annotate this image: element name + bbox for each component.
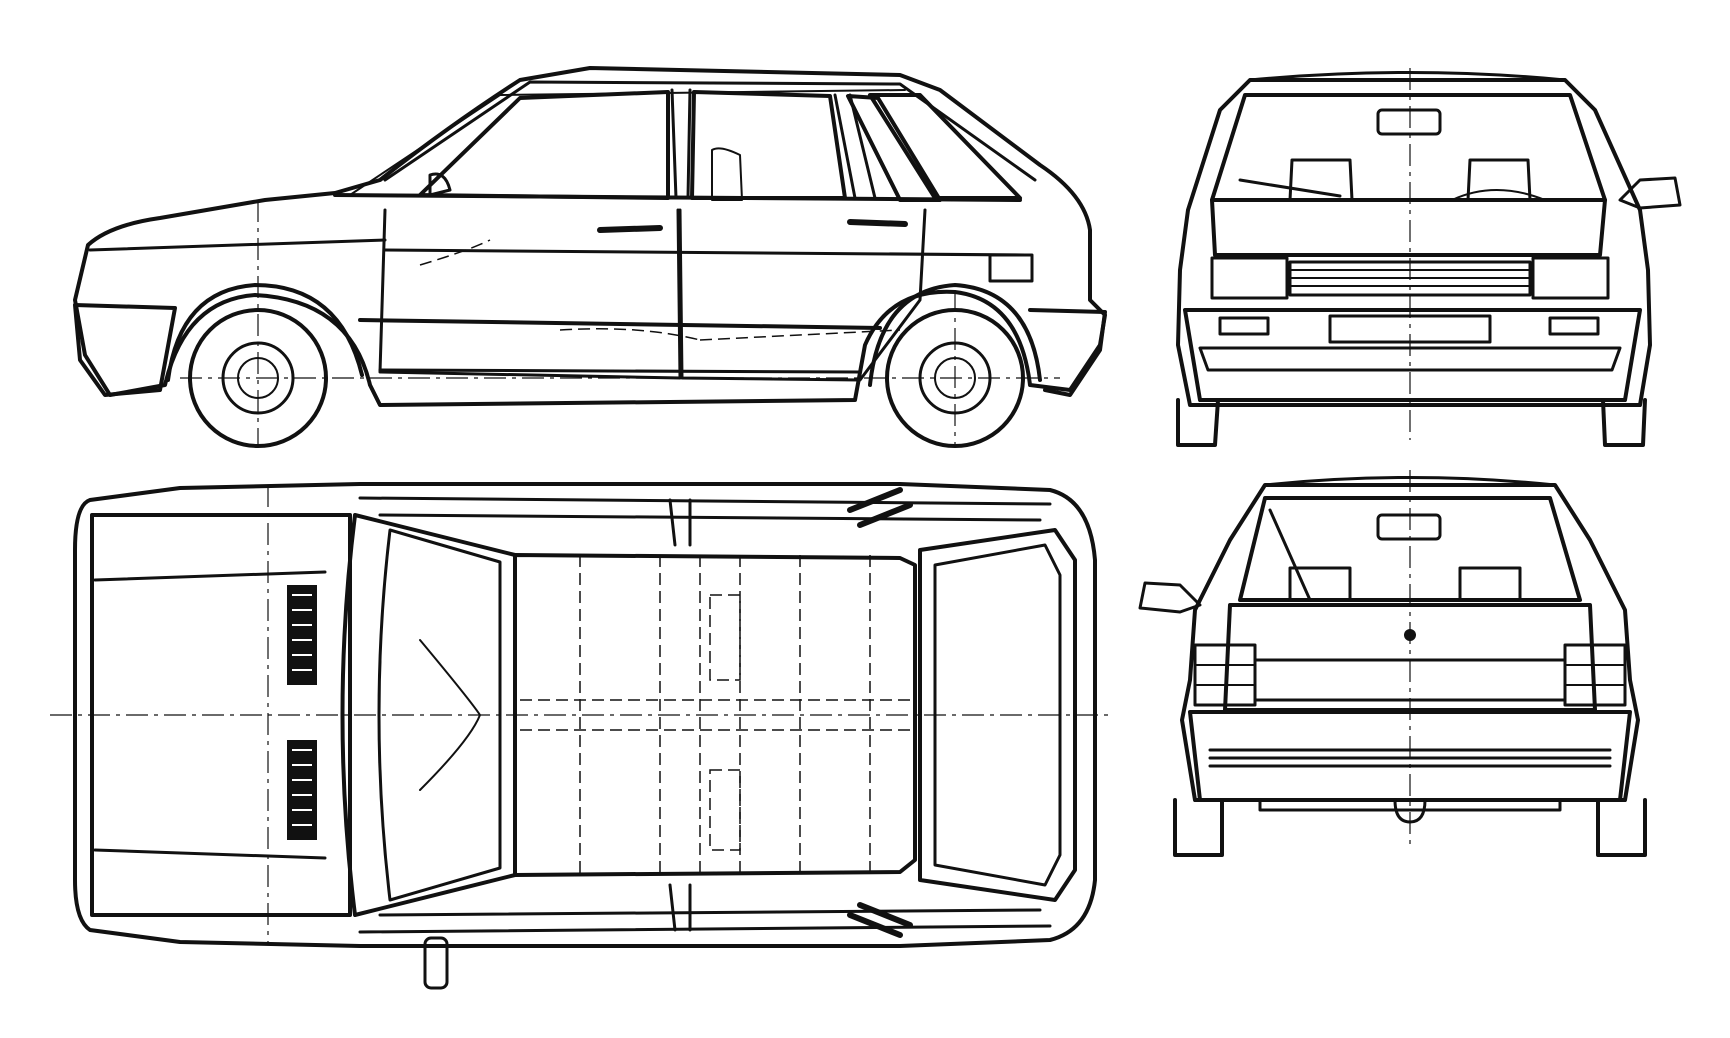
rear-window (1238, 496, 1582, 602)
side-view (73, 66, 1107, 448)
side-rear-door (678, 208, 927, 382)
rear-seat-left (1288, 566, 1352, 602)
top-body-outline (73, 482, 1097, 948)
rear-valance (1258, 798, 1562, 812)
rear-bumper (1188, 710, 1632, 802)
side-wheel-centerlines (180, 200, 1060, 445)
top-view (50, 482, 1110, 990)
side-mirror (428, 172, 452, 197)
front-tyre-right (1601, 398, 1647, 447)
rear-tyre-right (1596, 798, 1647, 857)
front-seat-right (1466, 158, 1532, 202)
front-steering-wheel (1451, 189, 1546, 201)
side-rocker (358, 318, 882, 330)
front-bonnet-edge (1210, 198, 1607, 257)
side-roof (383, 80, 1037, 182)
side-crease (383, 248, 1027, 257)
side-front-handle (597, 225, 663, 233)
side-front-arch (166, 283, 364, 382)
side-c-pillar (833, 93, 877, 200)
side-window-rear-quarter (868, 93, 1022, 200)
side-front-bumper (73, 303, 177, 397)
front-roof (1248, 71, 1567, 82)
side-window-front (418, 90, 670, 200)
rear-tyre-left (1173, 798, 1224, 857)
side-tail-light (988, 253, 1034, 283)
top-roof (513, 553, 917, 877)
side-rear-bumper (1028, 308, 1107, 397)
rear-hatch (1223, 603, 1597, 712)
top-side-lower (358, 908, 1052, 934)
top-windscreen (340, 513, 517, 917)
top-rear-glass (918, 528, 1077, 902)
side-roof-inner (349, 89, 906, 196)
top-vent-lower-slats (292, 749, 312, 826)
side-b-pillar (670, 88, 692, 200)
side-bonnet-line (88, 238, 387, 252)
side-window-rear (690, 90, 847, 200)
side-rocker-lower (378, 368, 862, 374)
rear-wiper (1268, 508, 1312, 602)
front-rear-view-mirror (1376, 108, 1442, 136)
front-indicator-left (1218, 316, 1270, 336)
rear-mirror (1138, 581, 1202, 614)
front-bumper (1183, 308, 1642, 402)
rear-seat-right (1458, 566, 1522, 602)
rear-rear-view-mirror (1376, 513, 1442, 541)
rear-view (1138, 470, 1647, 857)
rear-light-left-segs (1194, 664, 1256, 686)
side-body-outline (73, 66, 1107, 407)
top-rear-pillar-bars (847, 487, 913, 938)
top-windscreen-inner (377, 528, 502, 902)
front-grille (1288, 260, 1532, 297)
side-hidden-lines (419, 210, 901, 370)
front-air-dam (1198, 346, 1622, 372)
top-vent-upper-slats (292, 594, 312, 671)
front-wiper (1238, 178, 1342, 198)
top-bonnet-front-line (93, 570, 327, 860)
front-mirror (1618, 176, 1682, 210)
side-seat (711, 147, 743, 201)
side-front-door (378, 208, 682, 380)
top-bonnet (90, 513, 352, 917)
top-rear-glass-inner (933, 543, 1062, 887)
side-rear-arch (868, 283, 1042, 387)
top-mirror (423, 936, 449, 990)
top-seat-hidden (709, 594, 741, 851)
top-vent-upper (287, 585, 317, 685)
front-indicator-right (1548, 316, 1600, 336)
front-headlight-left (1210, 256, 1289, 300)
rear-light-right-segs (1564, 664, 1626, 686)
front-tyre-left (1176, 398, 1220, 447)
top-vent-lower (287, 740, 317, 840)
front-view (1176, 68, 1682, 447)
rear-body-outline (1180, 483, 1640, 802)
front-body-outline (1176, 78, 1652, 407)
front-headlight-right (1531, 256, 1610, 300)
top-door-splits (668, 498, 692, 932)
side-rear-handle (847, 219, 908, 227)
top-side-upper (358, 496, 1052, 522)
